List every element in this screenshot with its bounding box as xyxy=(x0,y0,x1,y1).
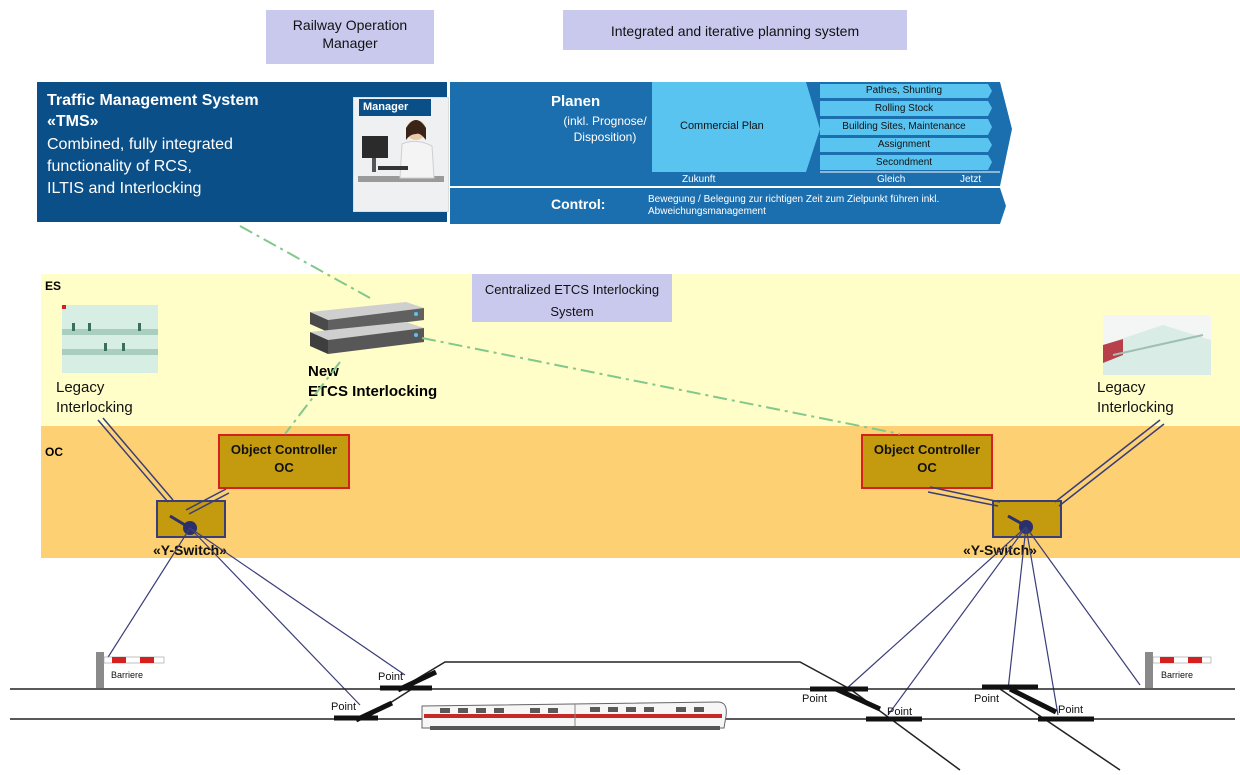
link-tms-to-etcs xyxy=(239,225,371,299)
point-label-4: Point xyxy=(887,706,913,718)
link-legacy-left xyxy=(97,417,174,503)
callout-cei-line1: Centralized ETCS Interlocking xyxy=(484,282,660,297)
oc-right-line2: OC xyxy=(917,460,937,475)
commercial-plan-arrow xyxy=(652,82,820,172)
y-switch-label-left: «Y-Switch» xyxy=(153,542,227,558)
tms-desc-line1: Combined, fully integrated xyxy=(47,136,233,153)
legacy-right-line1: Legacy xyxy=(1097,379,1146,396)
stack-item-building-sites: Building Sites, Maintenance xyxy=(842,121,966,132)
link-etcs-to-oc-left xyxy=(284,361,341,435)
callout-rom-text: Railway Operation Manager xyxy=(292,17,408,51)
legacy-left-line1: Legacy xyxy=(56,379,105,396)
barrier-right xyxy=(1145,652,1212,688)
planen-sub-line1: (inkl. Prognose/ xyxy=(563,114,647,128)
link-legacy-right xyxy=(1054,419,1165,507)
callout-railway-operation-manager: Railway Operation Manager xyxy=(266,10,434,64)
es-label: ES xyxy=(45,279,62,293)
planen-sub-line2: Disposition) xyxy=(573,130,637,144)
tms-title-line2: «TMS» xyxy=(47,113,99,130)
oc-left-line2: OC xyxy=(274,460,294,475)
point-label-5: Point xyxy=(974,693,1000,705)
legacy-interlocking-left-label: Legacy Interlocking xyxy=(56,378,133,418)
legacy-left-line2: Interlocking xyxy=(56,399,133,416)
planen-subtitle: (inkl. Prognose/ Disposition) xyxy=(550,113,660,145)
tms-desc-line2: functionality of RCS, xyxy=(47,158,192,175)
manager-label: Manager xyxy=(359,99,431,116)
new-etcs-line2: ETCS Interlocking xyxy=(308,383,438,400)
stack-item-secondment: Secondment xyxy=(875,157,933,168)
legacy-interlocking-right-label: Legacy Interlocking xyxy=(1097,378,1174,418)
tms-title: Traffic Management System «TMS» xyxy=(47,90,259,132)
barrier-left xyxy=(96,652,165,688)
oc-left-line1: Object Controller xyxy=(230,442,338,457)
point-label-3: Point xyxy=(802,693,828,705)
legacy-right-line2: Interlocking xyxy=(1097,399,1174,416)
tms-desc-line3: ILTIS and Interlocking xyxy=(47,180,202,197)
link-oc-right xyxy=(927,486,1001,507)
object-controller-right: Object Controller OC xyxy=(861,434,993,489)
tms-title-line1: Traffic Management System xyxy=(47,92,259,109)
control-title: Control: xyxy=(551,196,606,212)
new-etcs-label: New ETCS Interlocking xyxy=(308,362,437,402)
etcs-server-icon xyxy=(310,302,424,354)
manager-illustration xyxy=(354,98,448,211)
barrier-label-right: Barriere xyxy=(1161,670,1194,680)
manager-photo xyxy=(353,97,449,212)
stack-item-rolling-stock: Rolling Stock xyxy=(874,103,934,114)
planen-title: Planen xyxy=(551,93,601,110)
legacy-interlocking-right-photo xyxy=(1103,315,1211,375)
tms-description: Combined, fully integrated functionality… xyxy=(47,134,277,200)
callout-centralized-etcs: Centralized ETCS Interlocking System xyxy=(472,274,672,322)
stack-item-pathes-shunting: Pathes, Shunting xyxy=(865,85,943,96)
y-switch-box-right xyxy=(992,500,1062,538)
legacy-interlocking-left-photo xyxy=(62,305,158,373)
link-etcs-to-oc-right xyxy=(421,337,901,435)
barrier-label-left: Barriere xyxy=(111,670,144,680)
point-label-6: Point xyxy=(1058,704,1084,716)
train-icon xyxy=(421,701,727,730)
link-oc-left xyxy=(185,488,230,515)
timeline-zukunft: Zukunft xyxy=(682,174,716,185)
new-etcs-line1: New xyxy=(308,363,339,380)
commercial-plan-label: Commercial Plan xyxy=(680,120,764,132)
point-label-1: Point xyxy=(378,671,404,683)
timeline-gleich: Gleich xyxy=(877,174,906,185)
stack-bars xyxy=(820,84,992,170)
timeline-jetzt: Jetzt xyxy=(960,174,982,185)
control-text: Bewegung / Belegung zur richtigen Zeit z… xyxy=(648,194,940,217)
oc-right-line1: Object Controller xyxy=(873,442,981,457)
object-controller-left: Object Controller OC xyxy=(218,434,350,489)
control-arrow xyxy=(450,188,1006,224)
callout-cei-line2: System xyxy=(550,304,594,319)
stack-item-assignment: Assignment xyxy=(877,139,931,150)
callout-integrated-planning: Integrated and iterative planning system xyxy=(563,10,907,50)
oc-label: OC xyxy=(45,445,63,459)
callout-ips-text: Integrated and iterative planning system xyxy=(610,23,860,39)
point-label-2: Point xyxy=(331,701,357,713)
